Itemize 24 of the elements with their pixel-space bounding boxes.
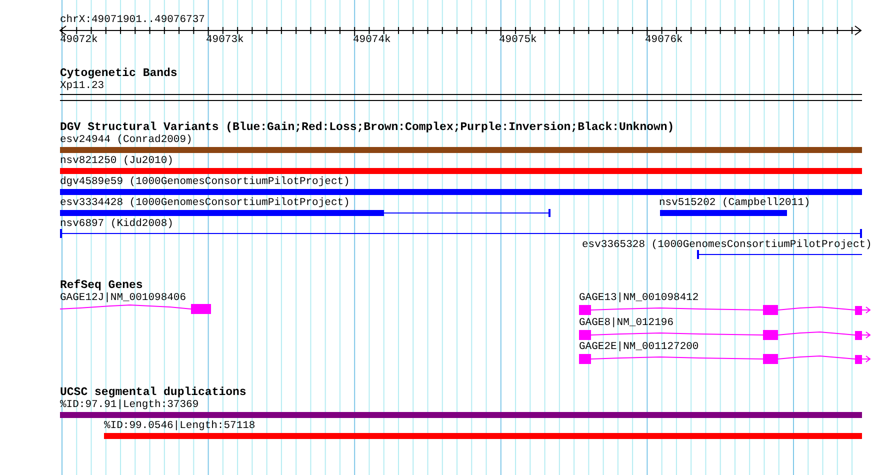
- coordinate-label: chrX:49071901..49076737: [60, 15, 205, 26]
- feature-label: esv3365328 (1000GenomesConsortiumPilotProject): [582, 240, 872, 251]
- gene-label: GAGE2E|NM_001127200: [579, 342, 699, 353]
- track-title: RefSeq Genes: [60, 280, 143, 292]
- feature-label: nsv515202 (Campbell2011): [659, 198, 810, 209]
- gene-label: GAGE8|NM_012196: [579, 318, 674, 329]
- track-title: Cytogenetic Bands: [60, 68, 178, 80]
- feature-label: esv3334428 (1000GenomesConsortiumPilotProject): [60, 198, 350, 209]
- tick-label: 49074k: [353, 35, 391, 46]
- band-label: Xp11.23: [60, 81, 104, 92]
- tick-label: 49075k: [499, 35, 537, 46]
- feature-label: esv24944 (Conrad2009): [60, 135, 192, 146]
- tick-label: 49076k: [645, 35, 683, 46]
- tick-label: 49073k: [206, 35, 244, 46]
- tick-label: 49072k: [60, 35, 98, 46]
- gene-label: GAGE12J|NM_001098406: [60, 293, 186, 304]
- feature-label: %ID:97.91|Length:37369: [60, 400, 199, 411]
- track-title: DGV Structural Variants (Blue:Gain;Red:Loss;Brown:Complex;Purple:Inversion;Black:Unknown): [60, 122, 674, 134]
- feature-label: dgv4589e59 (1000GenomesConsortiumPilotProject): [60, 177, 350, 188]
- gene-label: GAGE13|NM_001098412: [579, 293, 699, 304]
- feature-label: %ID:99.0546|Length:57118: [104, 421, 256, 432]
- feature-label: nsv821250 (Ju2010): [60, 156, 174, 167]
- feature-label: nsv6897 (Kidd2008): [60, 219, 174, 230]
- track-title: UCSC segmental duplications: [60, 387, 246, 399]
